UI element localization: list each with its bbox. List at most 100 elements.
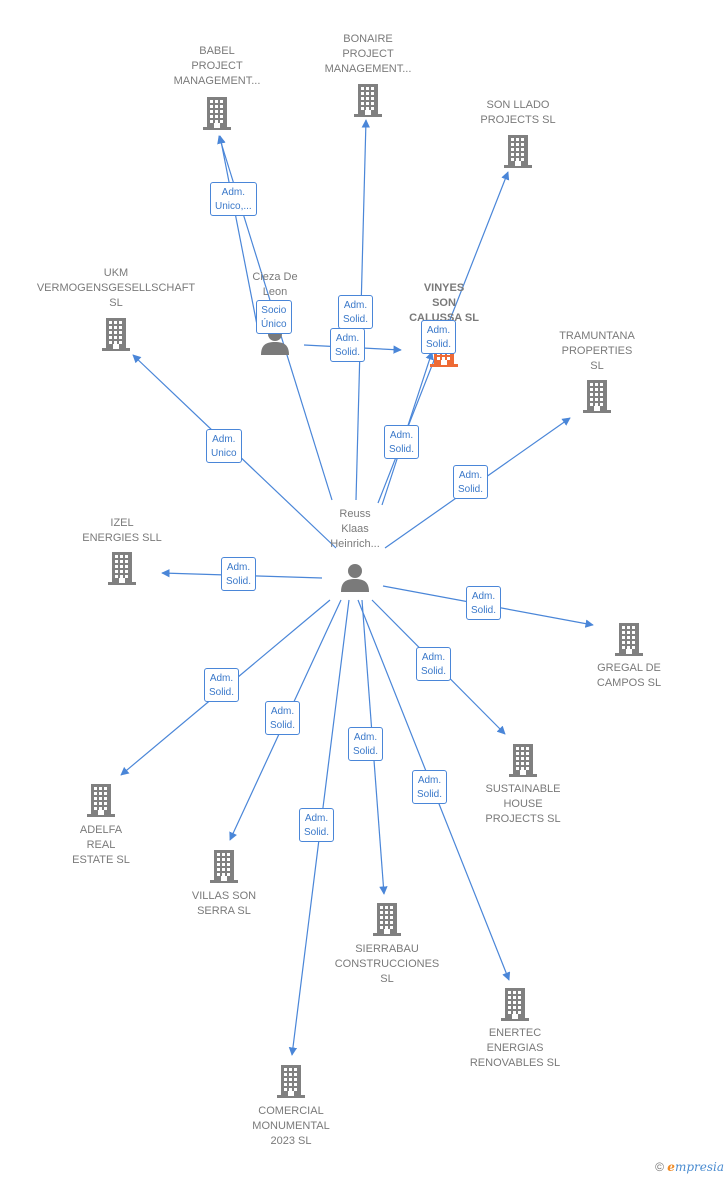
relation-label-line: Solid. <box>270 720 296 731</box>
node-label-villas[interactable]: VILLAS SON SERRA SL <box>192 889 256 919</box>
relation-label-line: Adm. <box>426 325 451 336</box>
relation-label-line: Adm. <box>209 673 234 684</box>
node-label-line: UKM <box>103 267 129 279</box>
building-icon <box>373 903 401 936</box>
relation-label-line: Adm. <box>226 562 251 573</box>
node-label-line: COMERCIAL <box>258 1105 324 1117</box>
relation-label-reuss-bonaire[interactable]: Adm.Solid. <box>338 295 374 329</box>
node-label-line: PROPERTIES <box>561 345 633 357</box>
node-label-line: SUSTAINABLE <box>485 783 561 795</box>
relation-label-reuss-vinyes[interactable]: Adm. Solid. <box>421 320 457 354</box>
building-icon <box>501 988 529 1021</box>
relation-label-line: Adm. <box>335 333 360 344</box>
relation-label-line: Único <box>261 319 287 330</box>
node-label-sierrabau[interactable]: SIERRABAU CONSTRUCCIONES SL <box>335 942 440 987</box>
relation-label-reuss-sierrabau[interactable]: Adm.Solid. <box>348 727 384 761</box>
relation-label-line: Adm. <box>270 706 295 717</box>
relation-label-line: Adm. <box>221 187 246 198</box>
node-label-line: Cieza De <box>252 271 298 283</box>
building-icon <box>504 135 532 168</box>
relation-label-reuss-enertec[interactable]: Adm.Solid. <box>412 770 448 804</box>
relation-label-line: Solid. <box>209 687 235 698</box>
node-label-line: RENOVABLES SL <box>469 1057 561 1069</box>
building-icon <box>583 380 611 413</box>
relation-label-reuss-adelfa[interactable]: Adm. Solid. <box>204 668 240 702</box>
node-label-line: Heinrich... <box>330 538 380 550</box>
relation-label-reuss-gregal[interactable]: Adm. Solid. <box>466 586 502 620</box>
person-icon <box>341 564 369 592</box>
building-icon <box>277 1065 305 1098</box>
empresia-logo[interactable]: empresia <box>667 1160 724 1174</box>
node-label-line: TRAMUNTANA <box>559 330 635 342</box>
relation-label-reuss-sustainable[interactable]: Adm. Solid. <box>416 647 452 681</box>
building-icon <box>108 552 136 585</box>
node-label-line: Leon <box>262 286 288 298</box>
node-label-line: SL <box>590 360 604 372</box>
node-label-line: SON LLADO <box>486 99 550 111</box>
relation-label-line: Socio <box>261 305 287 316</box>
relation-label-cieza-vinyes[interactable]: Adm.Solid. <box>330 328 366 362</box>
copyright-symbol: © <box>655 1160 664 1174</box>
relation-label-line: Unico <box>211 448 237 459</box>
node-label-comercial[interactable]: COMERCIAL MONUMENTAL 2023 SL <box>252 1104 329 1149</box>
relation-label-line: Adm. <box>458 470 483 481</box>
node-label-line: ADELFA <box>79 824 123 836</box>
relation-label-reuss-tramuntana[interactable]: Adm.Solid. <box>453 465 489 499</box>
node-label-line: ENERGIES SLL <box>82 532 162 544</box>
node-label-line: VERMOGENSGESELLSCHAFT <box>36 282 196 294</box>
relation-label-line: Solid. <box>471 605 497 616</box>
node-label-line: Klaas <box>341 523 369 535</box>
node-label-line: REAL <box>86 839 116 851</box>
node-label-line: IZEL <box>110 517 134 529</box>
node-label-line: SL <box>380 973 394 985</box>
node-label-line: Reuss <box>339 508 371 520</box>
building-icon <box>615 623 643 656</box>
relation-label-reuss-babel[interactable]: Adm.Unico,... <box>210 182 257 216</box>
node-label-izel[interactable]: IZEL ENERGIES SLL <box>82 516 161 546</box>
node-label-line: SON <box>432 297 456 309</box>
node-label-line: PROJECTS SL <box>485 813 561 825</box>
relation-label-line: Adm. <box>471 591 496 602</box>
building-icon <box>203 97 231 130</box>
node-label-line: SL <box>109 297 123 309</box>
node-label-line: BABEL <box>199 45 235 57</box>
node-label-line: MONUMENTAL <box>252 1120 330 1132</box>
relation-label-reuss-sonllado[interactable]: Adm.Solid. <box>384 425 420 459</box>
node-label-ukm[interactable]: UKM VERMOGENSGESELLSCHAFT SL <box>37 266 195 311</box>
node-label-tramuntana[interactable]: TRAMUNTANA PROPERTIES SL <box>559 329 635 374</box>
relation-label-reuss-villas[interactable]: Adm. Solid. <box>265 701 301 735</box>
node-label-line: VINYES <box>423 282 465 294</box>
relation-label-reuss-izel[interactable]: Adm.Solid. <box>221 557 257 591</box>
relation-label-line: Solid. <box>421 666 447 677</box>
node-label-line: HOUSE <box>503 798 543 810</box>
building-icon <box>210 850 238 883</box>
node-label-line: GREGAL DE <box>597 662 661 674</box>
node-label-line: SIERRABAU <box>355 943 419 955</box>
node-label-line: MANAGEMENT... <box>173 75 261 87</box>
relation-label-line: Adm. <box>421 652 446 663</box>
relation-label-line: Solid. <box>389 444 415 455</box>
relation-label-line: Solid. <box>304 827 330 838</box>
relation-label-line: Solid. <box>426 339 452 350</box>
node-label-line: ENERTEC <box>488 1027 542 1039</box>
node-label-sustainable[interactable]: SUSTAINABLE HOUSE PROJECTS SL <box>485 782 560 827</box>
relation-label-reuss-ukm[interactable]: Adm.Unico <box>206 429 242 463</box>
node-label-line: SERRA SL <box>197 905 251 917</box>
node-label-line: VILLAS SON <box>191 890 257 902</box>
building-icon <box>87 784 115 817</box>
node-label-line: CONSTRUCCIONES <box>334 958 440 970</box>
node-label-line: 2023 SL <box>270 1135 312 1147</box>
building-icon <box>354 84 382 117</box>
relation-label-line: Adm. <box>343 300 368 311</box>
relation-label-reuss-comercial[interactable]: Adm.Solid. <box>299 808 335 842</box>
relation-label-line: Solid. <box>417 789 443 800</box>
